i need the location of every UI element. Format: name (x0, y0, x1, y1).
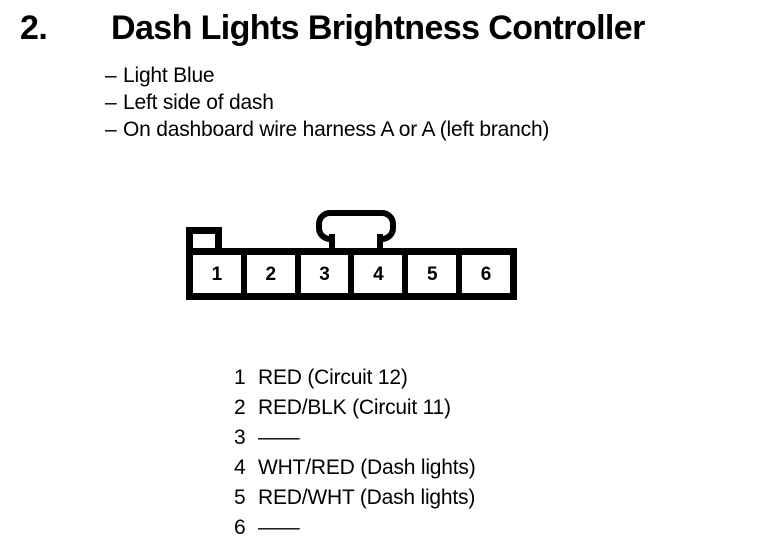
connector-left-notch-icon (186, 227, 222, 251)
pin-cell: 3 (300, 255, 349, 293)
page-title: Dash Lights Brightness Controller (111, 9, 645, 47)
bullet-dash: – (105, 91, 117, 114)
legend-pin-number: 1 (234, 366, 246, 389)
legend-row: 4 WHT/RED (Dash lights) (234, 453, 564, 483)
pin-cell: 5 (408, 255, 457, 293)
legend-pin-label: RED/BLK (Circuit 11) (258, 396, 451, 419)
description-line: –Left side of dash (105, 89, 745, 116)
pin-legend: 1 RED (Circuit 12) 2 RED/BLK (Circuit 11… (234, 363, 564, 543)
description-text: Left side of dash (123, 91, 274, 114)
legend-pin-number: 4 (234, 456, 246, 479)
legend-pin-label: —— (258, 516, 300, 539)
description-list: –Light Blue –Left side of dash –On dashb… (105, 62, 745, 143)
description-line: –On dashboard wire harness A or A (left … (105, 116, 745, 143)
legend-pin-number: 3 (234, 426, 246, 449)
connector-diagram: 1 2 3 4 5 6 (186, 210, 521, 300)
pin-cell: 6 (462, 255, 510, 293)
legend-pin-number: 5 (234, 486, 246, 509)
description-line: –Light Blue (105, 62, 745, 89)
legend-pin-number: 6 (234, 516, 246, 539)
legend-row: 1 RED (Circuit 12) (234, 363, 564, 393)
bullet-dash: – (105, 64, 117, 87)
legend-row: 5 RED/WHT (Dash lights) (234, 483, 564, 513)
connector-body: 1 2 3 4 5 6 (186, 248, 517, 300)
legend-pin-label: —— (258, 426, 300, 449)
legend-row: 2 RED/BLK (Circuit 11) (234, 393, 564, 423)
pin-cell: 4 (354, 255, 403, 293)
legend-row: 3 —— (234, 423, 564, 453)
pin-cell: 2 (246, 255, 295, 293)
description-text: Light Blue (123, 64, 215, 87)
legend-pin-label: RED (Circuit 12) (258, 366, 408, 389)
section-number: 2. (20, 9, 48, 47)
legend-pin-label: RED/WHT (Dash lights) (258, 486, 476, 509)
legend-pin-label: WHT/RED (Dash lights) (258, 456, 476, 479)
legend-pin-number: 2 (234, 396, 246, 419)
legend-row: 6 —— (234, 513, 564, 543)
description-text: On dashboard wire harness A or A (left b… (123, 118, 550, 141)
bullet-dash: – (105, 118, 117, 141)
pin-cell: 1 (193, 255, 241, 293)
